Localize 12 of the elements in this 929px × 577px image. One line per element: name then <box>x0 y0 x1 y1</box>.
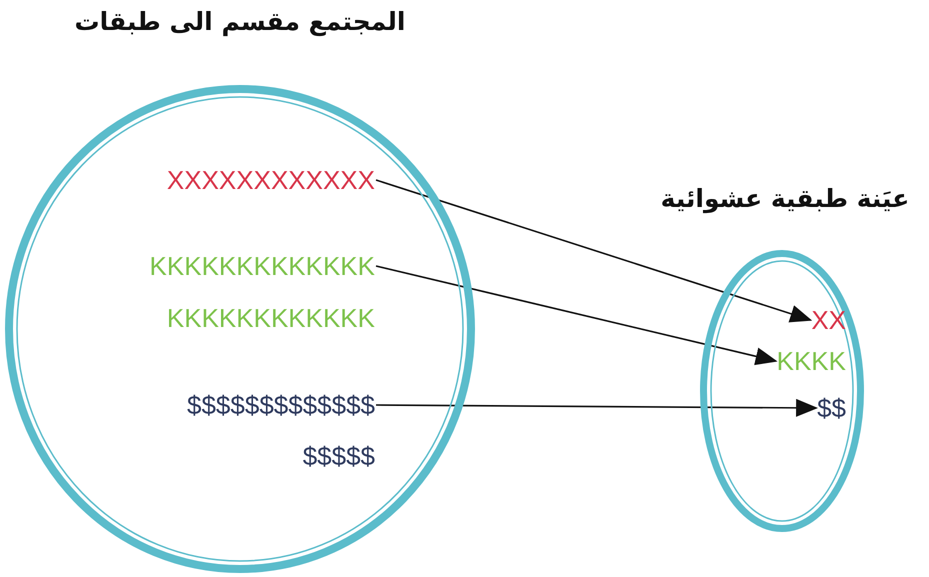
symbol-row: KKKKKKKKKKKKK <box>150 251 375 281</box>
heading: عيَنة طبقية عشوائية <box>660 184 910 213</box>
symbol-row: $$$$$ <box>302 441 375 471</box>
symbol-row: XXXXXXXXXXXX <box>166 165 375 195</box>
arrow <box>376 398 818 417</box>
symbol-row: $$$$$$$$$$$$$ <box>187 390 375 420</box>
symbol-row: KKKK <box>776 346 846 376</box>
heading: المجتمع مقسم الى طبقات <box>74 7 406 36</box>
symbol-row: $$ <box>817 393 846 423</box>
arrow <box>376 265 778 366</box>
symbol-row: KKKKKKKKKKKK <box>166 303 375 333</box>
arrow <box>376 179 812 322</box>
